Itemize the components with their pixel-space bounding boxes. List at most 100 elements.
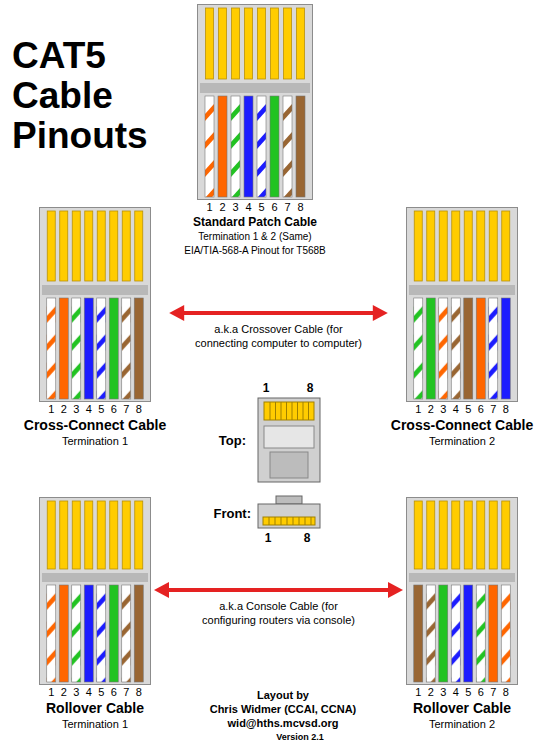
gold-contact: [489, 501, 497, 569]
wire: [426, 298, 435, 399]
pin-number: 1: [265, 531, 272, 546]
termination-note: EIA/TIA-568-A Pinout for T568B: [184, 244, 326, 258]
gold-contact: [47, 211, 55, 281]
termination-note: Termination 1 & 2 (Same): [184, 230, 326, 244]
gold-contact: [297, 8, 305, 79]
gold-contact: [439, 501, 447, 569]
gold-contact: [97, 501, 105, 569]
cable-end: 1 2 3 4 5 6 7 8Rollover CableTermination…: [406, 497, 518, 732]
wire: [109, 298, 118, 399]
rj45-connector: [406, 207, 518, 402]
wire: [97, 585, 106, 682]
gold-contact: [47, 501, 55, 569]
pin-numbers: 1 2 3 4 5 6 7 8: [184, 200, 326, 214]
view-label: Top:: [219, 433, 246, 449]
gold-contact: [489, 211, 497, 281]
gold-contact: [452, 211, 460, 281]
cable-end: 1 2 3 4 5 6 7 8Rollover CableTermination…: [39, 497, 151, 732]
page-title: CAT5 Cable Pinouts: [12, 36, 172, 156]
termination-note: Termination 1: [24, 434, 166, 449]
arrow-head: [169, 305, 184, 321]
wire: [122, 585, 131, 682]
wire: [414, 585, 423, 682]
edge-label: a.k.a Crossover Cable (for connecting co…: [173, 322, 383, 350]
gold-contact: [414, 501, 422, 569]
pin-number: 1: [263, 381, 270, 396]
connector-body: [40, 498, 151, 685]
wire: [47, 585, 56, 682]
plug-face: [258, 504, 320, 528]
wire: [464, 298, 473, 399]
gold-contact: [85, 211, 93, 281]
connector-band: [42, 573, 148, 582]
contact-lines: [270, 402, 309, 420]
wire: [72, 585, 81, 682]
connector-band: [200, 83, 310, 93]
gold-contact: [439, 211, 447, 281]
wire: [244, 96, 253, 197]
wire: [72, 298, 81, 399]
gold-contact: [427, 501, 435, 569]
gold-contact: [284, 8, 292, 79]
credit-line: Chris Widmer (CCAI, CCNA): [210, 702, 357, 716]
wire: [218, 96, 227, 197]
wire: [134, 298, 143, 399]
credit-line: wid@hths.mcvsd.org: [228, 716, 339, 730]
wire: [257, 96, 266, 197]
double-arrow: [154, 582, 403, 598]
gold-contact: [97, 211, 105, 281]
arrow-head: [373, 305, 388, 321]
pin-numbers: 1 2 3 4 5 6 7 8: [39, 685, 151, 699]
gold-contact: [122, 501, 130, 569]
pin-number: 8: [304, 531, 311, 546]
termination-note: Termination 2: [406, 717, 518, 732]
connector-body: [198, 5, 313, 200]
cable-end: 1 2 3 4 5 6 7 8Cross-Connect CableTermin…: [391, 207, 533, 449]
contact-lines: [269, 517, 311, 525]
gold-contact: [464, 501, 472, 569]
view-label: Front:: [213, 506, 251, 522]
wire: [476, 585, 485, 682]
wire: [59, 585, 68, 682]
arrow-head: [388, 582, 403, 598]
wire: [84, 585, 93, 682]
gold-contact: [414, 211, 422, 281]
gold-contact: [258, 8, 266, 79]
wire: [59, 298, 68, 399]
connector-band: [409, 285, 515, 295]
wire: [501, 298, 510, 399]
wire: [97, 298, 106, 399]
cable-name: Cross-Connect Cable: [24, 416, 166, 434]
gold-contacts: [264, 402, 314, 420]
gold-contact: [110, 501, 118, 569]
wire: [414, 298, 423, 399]
gold-contact: [464, 211, 472, 281]
wire: [84, 298, 93, 399]
connector-band: [42, 285, 148, 295]
pin-numbers: 1 2 3 4 5 6 7 8: [391, 402, 533, 416]
arrow-head: [154, 582, 169, 598]
gold-contact: [110, 211, 118, 281]
rj45-connector: [197, 4, 313, 200]
gold-contact: [60, 211, 68, 281]
wire: [464, 585, 473, 682]
plug-strain-relief: [270, 452, 308, 478]
pin-numbers: 1 2 3 4 5 6 7 8: [24, 402, 166, 416]
gold-contact: [502, 211, 510, 281]
rj45-connector: [406, 497, 518, 685]
wire: [439, 298, 448, 399]
wire: [296, 96, 305, 197]
gold-contact: [245, 8, 253, 79]
gold-contact: [135, 501, 143, 569]
cable-end: 1 2 3 4 5 6 7 8Cross-Connect CableTermin…: [24, 207, 166, 449]
connector-band: [409, 573, 515, 582]
wire: [47, 298, 56, 399]
gold-contact: [427, 211, 435, 281]
wire: [501, 585, 510, 682]
arrow-shaft: [166, 588, 391, 592]
wire: [451, 298, 460, 399]
gold-contact: [60, 501, 68, 569]
connector-body: [39, 208, 150, 402]
cable-name: Cross-Connect Cable: [391, 416, 533, 434]
